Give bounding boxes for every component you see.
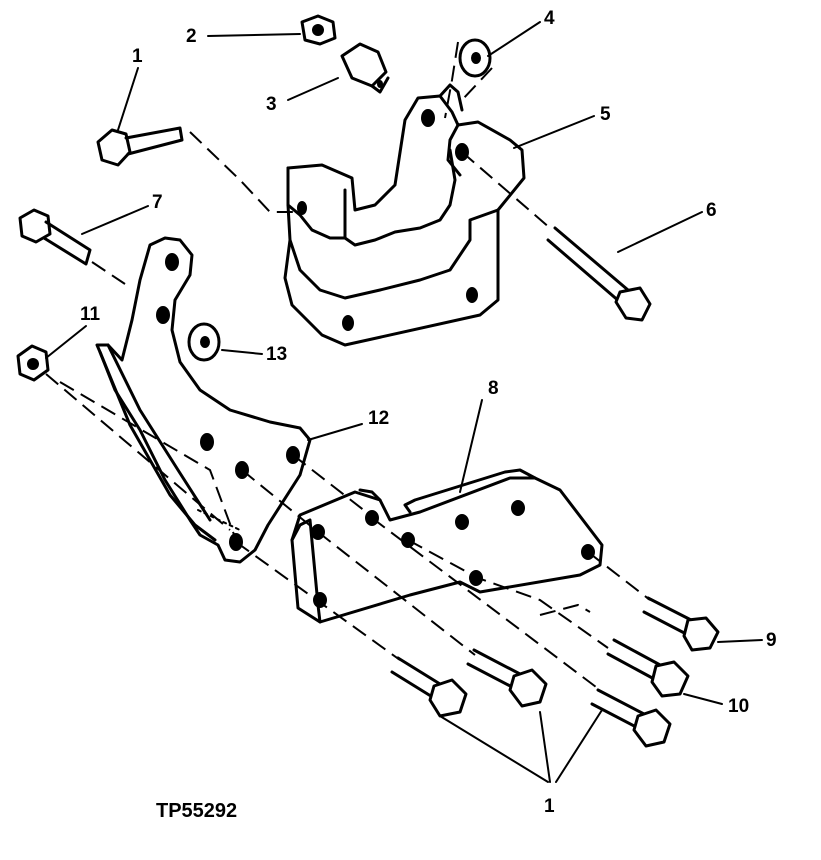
leader-lines bbox=[45, 21, 763, 783]
figure-id: TP55292 bbox=[156, 800, 237, 822]
bracket-side-hole bbox=[297, 201, 307, 215]
bracket-mount-hole bbox=[466, 287, 478, 303]
upper-bracket bbox=[283, 83, 526, 347]
bracket-mount-hole bbox=[342, 315, 354, 331]
bolt-bottom-c bbox=[590, 688, 672, 748]
callout-plate-bolt-short: 10 bbox=[728, 696, 749, 717]
angle-bracket bbox=[95, 236, 312, 564]
callout-plate-bolt: 9 bbox=[766, 630, 777, 651]
spacer-bushing bbox=[340, 42, 390, 94]
callout-washer-mid: 13 bbox=[266, 344, 287, 365]
alignment-lines bbox=[45, 41, 651, 691]
flat-washer-mid bbox=[187, 322, 221, 362]
callout-upper-bracket: 5 bbox=[600, 104, 611, 125]
bolt-plate-10 bbox=[606, 638, 690, 698]
bracket-pivot-hole bbox=[421, 109, 435, 127]
bolt-bottom-b bbox=[466, 648, 548, 708]
bolt-upper-left bbox=[96, 126, 184, 167]
mounting-plate bbox=[290, 468, 604, 624]
callout-bolt-left: 7 bbox=[152, 192, 163, 213]
callout-long-bolt: 6 bbox=[706, 200, 717, 221]
hex-nut-left bbox=[16, 344, 50, 382]
callout-washer: 4 bbox=[544, 8, 555, 29]
bolt-left bbox=[18, 208, 92, 266]
callout-bolts-bottom: 1 bbox=[544, 796, 555, 817]
flat-washer-top bbox=[458, 38, 492, 78]
callout-bolt: 1 bbox=[132, 46, 143, 67]
callout-bushing: 3 bbox=[266, 94, 277, 115]
bolt-bottom-a bbox=[390, 656, 468, 718]
callout-nut-left: 11 bbox=[80, 304, 101, 325]
hex-nut-top bbox=[300, 14, 337, 46]
bolt-plate-9 bbox=[642, 596, 720, 652]
callout-angle-bracket: 12 bbox=[368, 408, 389, 429]
bolt-right-long bbox=[546, 226, 652, 322]
callout-nut: 2 bbox=[186, 26, 197, 47]
callout-mounting-plate: 8 bbox=[488, 378, 499, 399]
